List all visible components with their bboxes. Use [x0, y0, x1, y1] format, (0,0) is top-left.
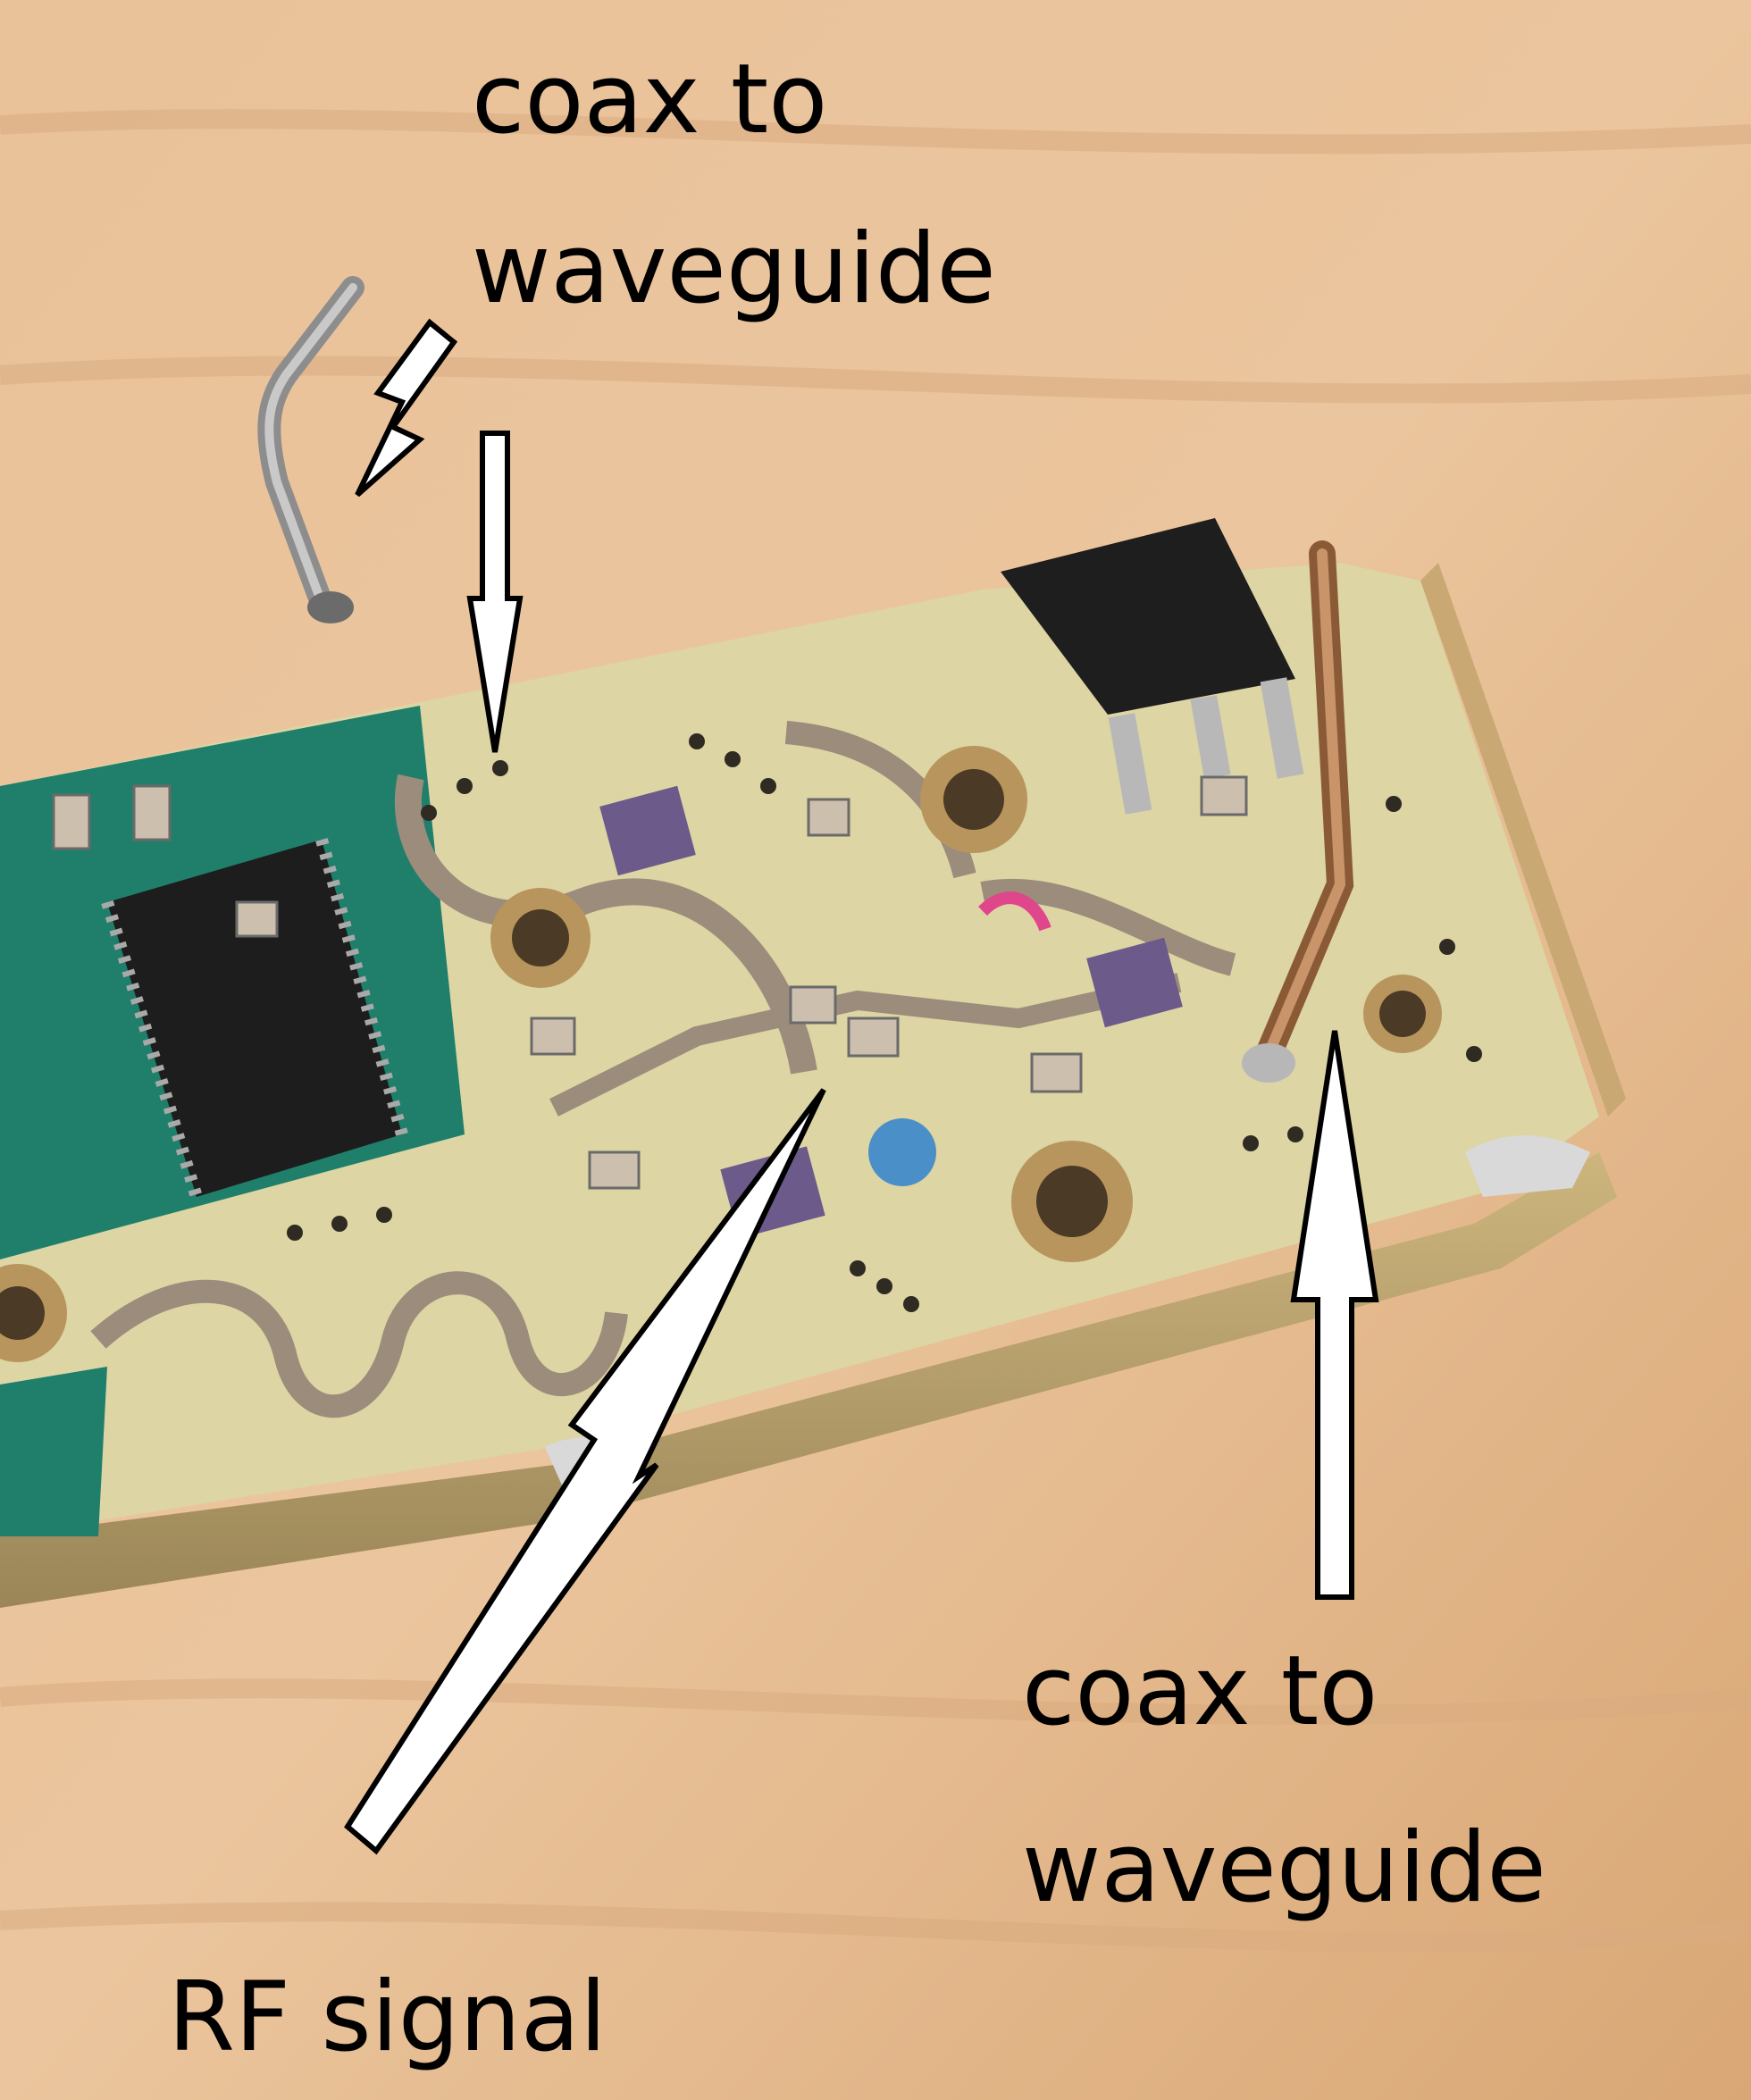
rf-transistor [1086, 937, 1183, 1028]
arrow-rf-signal [344, 1088, 826, 1855]
label-line: coax to [472, 44, 828, 155]
label-line: RF signal [168, 1962, 607, 2073]
label-rf-signal: RF signal [168, 1970, 607, 2066]
voltage-regulator [1001, 518, 1295, 715]
pink-ink-mark [978, 891, 1051, 932]
label-coax-to-waveguide-right: coax to waveguide [1022, 1644, 1546, 1917]
pcb-module [0, 518, 1626, 1608]
label-line: waveguide [472, 213, 996, 325]
blue-ink-mark [868, 1118, 936, 1186]
label-coax-to-waveguide-top: coax to waveguide [472, 52, 996, 318]
arrows [344, 318, 1379, 1855]
zetex-ic [107, 840, 402, 1197]
arrow-up-right [1290, 1030, 1379, 1600]
copper-probe-pin [1242, 540, 1354, 1083]
solder-blob [1465, 1135, 1590, 1197]
arrow-diagonal-top [355, 318, 458, 498]
loose-probe-pin [257, 276, 364, 623]
label-line: coax to [1022, 1636, 1378, 1747]
arrow-down-top [466, 431, 524, 753]
wood-grain [0, 109, 1751, 1953]
label-line: waveguide [1022, 1812, 1546, 1924]
rf-transistor [599, 785, 696, 876]
